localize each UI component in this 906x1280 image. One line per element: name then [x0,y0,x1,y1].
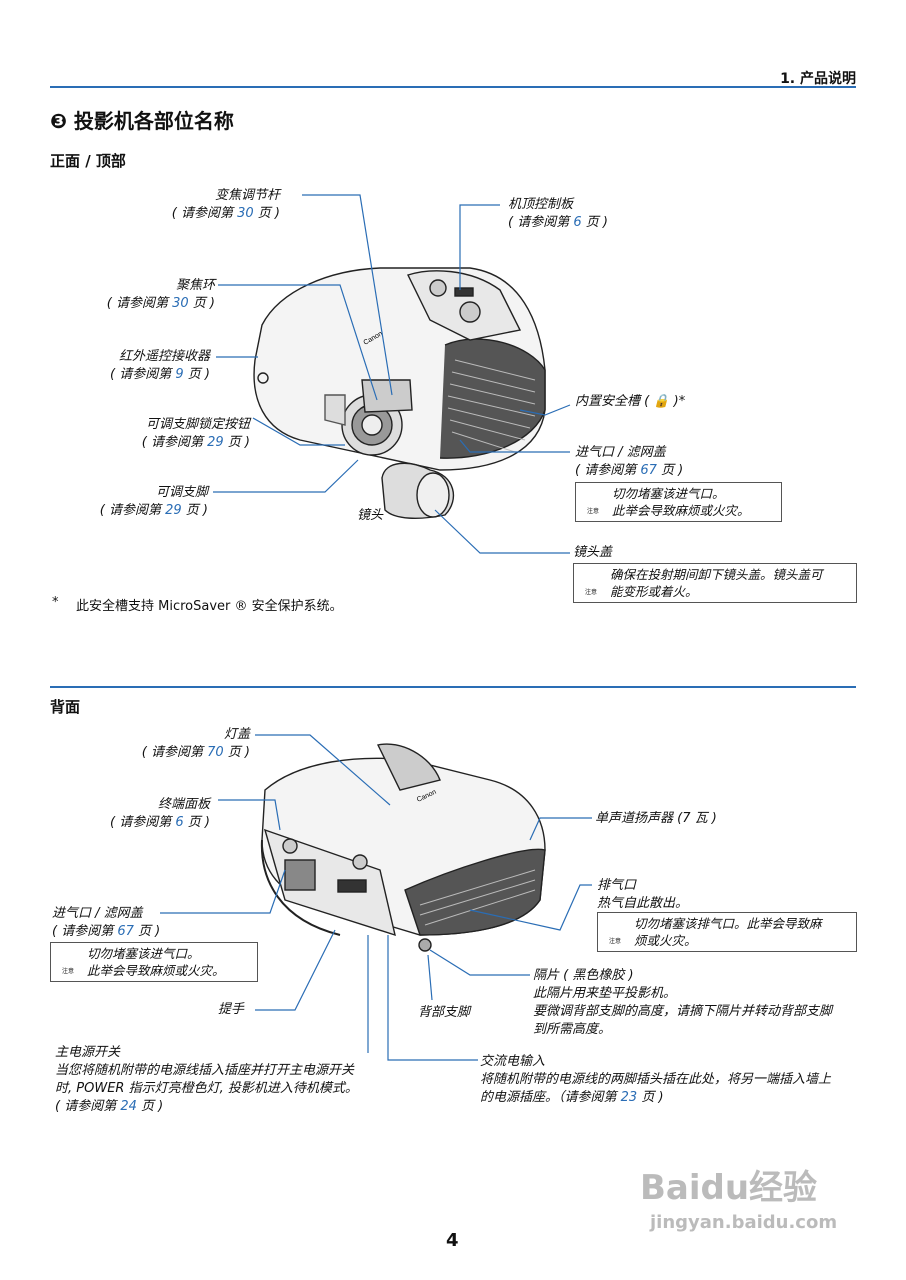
foot-ref: ( 请参阅第 29 页 ) [99,503,208,518]
page-link[interactable]: 29 [207,435,224,450]
warning-box-lens-cap: 注意 确保在投射期间卸下镜头盖。镜头盖可能变形或着火。 [573,563,857,603]
exhaust-desc: 热气自此散出。 [597,896,689,911]
title-text: 投影机各部位名称 [73,109,234,133]
power-switch-ref: ( 请参阅第 24 页 ) [55,1099,164,1114]
page-link[interactable]: 9 [175,367,184,382]
zoom-lever-ref: ( 请参阅第 30 页 ) [171,206,280,221]
chapter-header: 1. 产品说明 [780,71,856,87]
lamp-cover-ref: ( 请参阅第 70 页 ) [141,745,250,760]
projector-front-illustration [253,267,546,519]
callout-handle: 提手 [218,1002,245,1017]
callout-foot-lock: 可调支脚锁定按钮 ( 请参阅第 29 页 ) [80,416,250,452]
callout-rear-foot: 背部支脚 [418,1005,471,1020]
callout-remote-sensor: 红外遥控接收器 ( 请参阅第 9 页 ) [60,348,210,384]
footnote-mark: * [52,595,59,610]
callout-exhaust: 排气口 热气自此散出。 [597,877,688,913]
intake-front-label: 进气口 / 滤网盖 [575,445,666,460]
title-number: ❸ [50,109,67,133]
warning-icon: 注意 [586,508,599,515]
projector-back-illustration [260,743,546,952]
warning-box-intake-back: 注意 切勿堵塞该进气口。此举会导致麻烦或火灾。 [50,942,258,982]
back-leader-lines [160,734,592,1061]
page-link[interactable]: 23 [620,1090,638,1105]
watermark-logo: Baidu经验 [640,1168,818,1208]
callout-terminal: 终端面板 ( 请参阅第 6 页 ) [60,796,210,832]
spacer-label: 隔片 ( 黑色橡胶 ) [533,968,634,983]
page-link[interactable]: 6 [573,215,582,230]
callout-lamp-cover: 灯盖 ( 请参阅第 70 页 ) [100,726,250,762]
page-link[interactable]: 29 [165,503,182,518]
page-link[interactable]: 67 [640,463,657,478]
page-link[interactable]: 30 [237,206,254,221]
callout-zoom-lever: 变焦调节杆 ( 请参阅第 30 页 ) [130,187,280,223]
front-leader-lines [213,194,571,554]
lamp-cover-label: 灯盖 [223,727,250,742]
remote-sensor-label: 红外遥控接收器 [118,349,210,364]
section-rule-back [50,686,856,688]
callout-ac-in: 交流电输入 将随机附带的电源线的两脚插头插在此处，将另一端插入墙上 的电源插座。… [480,1054,832,1105]
callout-intake-front: 进气口 / 滤网盖 ( 请参阅第 67 页 ) [575,444,683,480]
top-panel-ref: ( 请参阅第 6 页 ) [508,215,608,230]
focus-ring-label: 聚焦环 [175,278,215,293]
intake-front-ref: ( 请参阅第 67 页 ) [575,463,684,478]
warning-icon: 注意 [61,968,74,975]
terminal-label: 终端面板 [157,797,210,812]
page-link[interactable]: 30 [172,296,189,311]
callout-spacer: 隔片 ( 黑色橡胶 ) 此隔片用来垫平投影机。 要微调背部支脚的高度，请摘下隔片… [533,968,833,1037]
warning-icon: 注意 [584,589,597,596]
warning-box-exhaust: 注意 切勿堵塞该排气口。此举会导致麻烦或火灾。 [597,912,857,952]
intake-back-label: 进气口 / 滤网盖 [52,906,143,921]
warning-box-intake-front: 注意 切勿堵塞该进气口。此举会导致麻烦或火灾。 [575,482,782,522]
warning-icon: 注意 [608,938,621,945]
callout-lens-cap: 镜头盖 [573,545,613,560]
page-title: ❸ 投影机各部位名称 [50,105,234,134]
terminal-ref: ( 请参阅第 6 页 ) [110,815,210,830]
page-number: 4 [446,1230,459,1251]
page-link[interactable]: 6 [175,815,184,830]
callout-top-panel: 机顶控制板 ( 请参阅第 6 页 ) [508,196,608,232]
callout-foot: 可调支脚 ( 请参阅第 29 页 ) [60,484,208,520]
foot-lock-label: 可调支脚锁定按钮 [145,417,250,432]
page-link[interactable]: 67 [117,924,134,939]
ac-in-label: 交流电输入 [480,1054,546,1069]
power-switch-label: 主电源开关 [55,1045,121,1060]
foot-lock-ref: ( 请参阅第 29 页 ) [141,435,250,450]
callout-security-slot: 内置安全槽 ( 🔒 )* [575,394,686,409]
callout-power-switch: 主电源开关 当您将随机附带的电源线插入插座并打开主电源开关 时, POWER 指… [55,1045,358,1114]
focus-ring-ref: ( 请参阅第 30 页 ) [106,296,215,311]
callout-speaker: 单声道扬声器 (7 瓦 ) [595,811,717,826]
intake-back-ref: ( 请参阅第 67 页 ) [52,924,161,939]
page-link[interactable]: 24 [120,1099,137,1114]
ac-in-ref: 的电源插座。（请参阅第 23 页 ) [480,1090,664,1105]
back-heading: 背面 [50,698,81,716]
header-rule [50,86,856,88]
footnote-text: 此安全槽支持 MicroSaver ® 安全保护系统。 [76,599,343,614]
front-heading: 正面 / 顶部 [50,152,126,170]
exhaust-label: 排气口 [597,878,637,893]
foot-label: 可调支脚 [155,485,208,500]
callout-focus-ring: 聚焦环 ( 请参阅第 30 页 ) [60,277,215,313]
page-link[interactable]: 70 [207,745,224,760]
top-panel-label: 机顶控制板 [508,197,574,212]
watermark-url: jingyan.baidu.com [650,1212,838,1233]
callout-intake-back: 进气口 / 滤网盖 ( 请参阅第 67 页 ) [52,905,160,941]
zoom-lever-label: 变焦调节杆 [214,188,280,203]
callout-lens: 镜头 [357,508,384,523]
remote-sensor-ref: ( 请参阅第 9 页 ) [110,367,210,382]
